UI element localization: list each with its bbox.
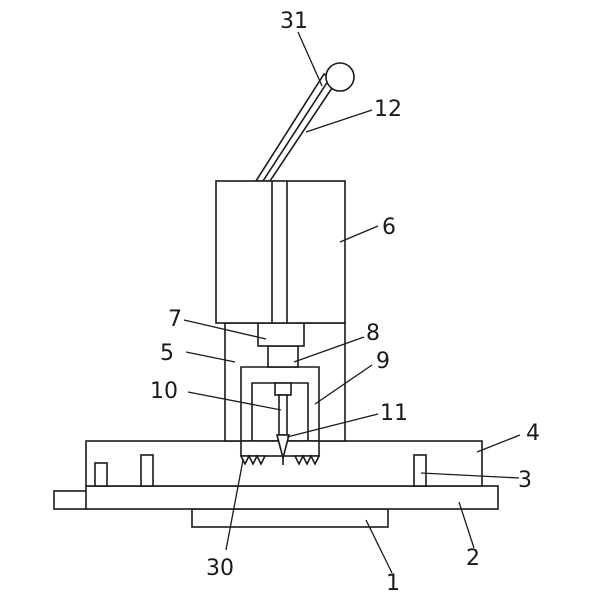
leader-31	[297, 31, 323, 87]
pin-left	[94, 462, 108, 487]
label-9: 9	[376, 349, 390, 374]
leader-12	[305, 109, 373, 133]
label-6: 6	[382, 215, 396, 240]
part-2-base-plate	[85, 485, 499, 510]
label-1: 1	[386, 571, 400, 596]
part-7-coupling	[257, 322, 305, 347]
teeth-right	[293, 454, 321, 466]
part-1-foot-plate	[191, 508, 389, 528]
label-3: 3	[518, 468, 532, 493]
leader-9	[314, 364, 373, 405]
leader-6	[339, 225, 379, 243]
label-11: 11	[380, 401, 408, 426]
leader-1	[365, 519, 393, 574]
label-30: 30	[206, 556, 234, 581]
part-31-knob	[325, 62, 355, 92]
label-4: 4	[526, 421, 540, 446]
label-7: 7	[168, 307, 182, 332]
lever-centerline	[262, 77, 331, 182]
part-8-spindle	[267, 345, 299, 368]
part-3-pin	[413, 454, 427, 487]
leader-5	[185, 351, 236, 363]
leader-3	[420, 472, 520, 479]
pin-center	[140, 454, 154, 487]
label-10: 10	[150, 379, 178, 404]
leader-8	[293, 336, 365, 363]
left-tab	[53, 490, 89, 510]
part-10-drill-shaft	[278, 394, 288, 436]
leader-10	[187, 391, 282, 411]
leader-4	[476, 434, 521, 453]
leader-7	[183, 319, 267, 340]
label-2: 2	[466, 546, 480, 571]
part-11-drill-tip	[275, 434, 291, 462]
teeth-left	[239, 454, 267, 466]
leader-11	[286, 413, 379, 438]
label-31: 31	[280, 9, 308, 34]
label-12: 12	[374, 97, 402, 122]
spindle-collar	[274, 382, 292, 396]
leader-30	[225, 459, 244, 551]
part-6-housing	[215, 180, 346, 324]
part-12-handle-lever	[254, 72, 338, 182]
label-8: 8	[366, 321, 380, 346]
leader-2	[458, 501, 475, 549]
label-5: 5	[160, 341, 174, 366]
